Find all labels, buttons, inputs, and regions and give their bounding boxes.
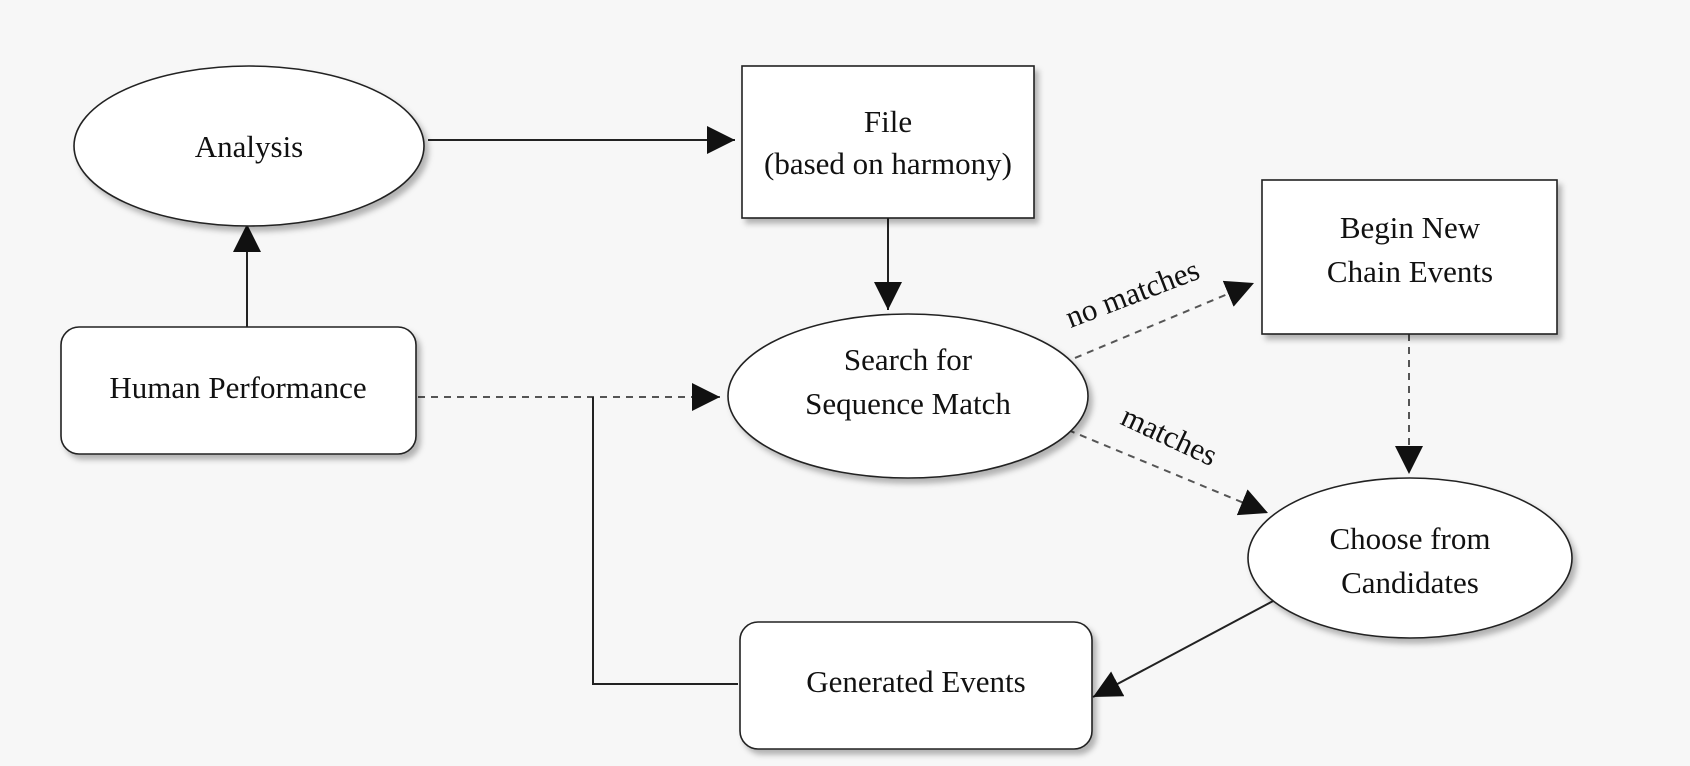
node-choose-label-line-2: Candidates: [1341, 565, 1479, 600]
node-choose-from-candidates: Choose from Candidates: [1247, 477, 1573, 639]
node-file-label-line-1: File: [864, 104, 912, 139]
node-file: File (based on harmony): [741, 65, 1035, 219]
node-generated-events-label: Generated Events: [806, 664, 1025, 699]
node-generated-events: Generated Events: [739, 621, 1093, 750]
edge-label-no-matches: no matches: [1060, 252, 1204, 335]
edge-generated-events-to-search: [592, 397, 738, 685]
node-human-performance: Human Performance: [60, 326, 417, 455]
node-begin-new-chain-label-line-2: Chain Events: [1327, 254, 1493, 289]
node-human-performance-label: Human Performance: [109, 370, 366, 405]
edge-search-to-choose: [1067, 429, 1269, 516]
node-begin-new-chain-events: Begin New Chain Events: [1261, 179, 1558, 335]
node-begin-new-chain-label-line-1: Begin New: [1340, 210, 1481, 245]
edge-search-to-begin-new-chain: [1062, 280, 1255, 364]
edge-labels: no matches matches: [1060, 252, 1222, 473]
node-choose-label-line-1: Choose from: [1329, 521, 1490, 556]
node-search-for-sequence-match: Search for Sequence Match: [727, 313, 1089, 479]
node-file-label-line-2: (based on harmony): [764, 146, 1012, 181]
node-analysis-label: Analysis: [195, 129, 304, 164]
edges: [233, 126, 1423, 698]
edge-choose-to-generated-events: [1092, 599, 1276, 698]
node-search-label-line-1: Search for: [844, 342, 973, 377]
node-analysis: Analysis: [73, 65, 425, 227]
edge-label-matches: matches: [1116, 398, 1223, 473]
node-search-label-line-2: Sequence Match: [805, 386, 1011, 421]
